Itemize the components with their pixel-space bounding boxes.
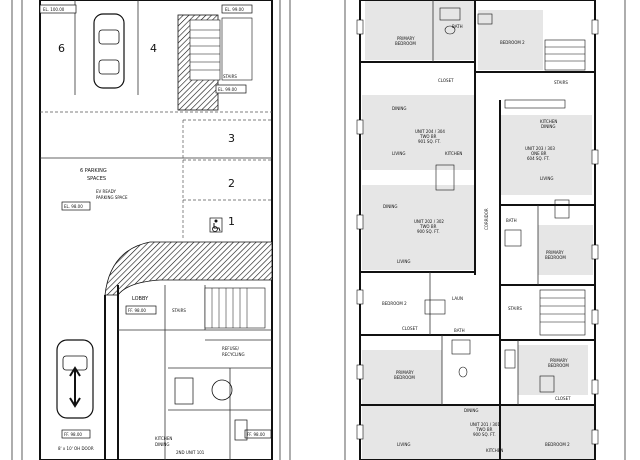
kitchen-label-1: KITCHEN	[445, 151, 462, 156]
unit-203-type: ONE BR	[531, 151, 547, 156]
parking-title-line1: 6 PARKING	[80, 168, 107, 174]
ff-label-left: FF. 98.00	[64, 432, 82, 437]
living-label-3: LIVING	[397, 442, 410, 447]
living-label-2: LIVING	[397, 259, 410, 264]
dining-label-1: DINING	[392, 106, 407, 111]
parking-space-3: 3	[228, 132, 235, 145]
refuse-label-line2: RECYCLING	[222, 352, 245, 357]
unit-201-area: 900 SQ. FT.	[473, 432, 496, 437]
unit-201-type: TWO BR	[475, 427, 493, 432]
bath-top-label: BATH	[452, 24, 463, 29]
stairs-label-lower: STAIRS	[172, 308, 186, 313]
closet-top-label: CLOSET	[438, 78, 454, 83]
closet-low-label: CLOSET	[555, 396, 571, 401]
unit-204-title: UNIT 204 / 304	[415, 129, 445, 134]
elevation-label-stair: EL. 99.00	[218, 87, 237, 92]
unit-204-type: TWO BR	[419, 134, 437, 139]
unit-203-title: UNIT 203 / 303	[525, 146, 555, 151]
ff-label-right: FF. 98.00	[247, 432, 265, 437]
primary-bedroom-low-2: BEDROOM	[394, 375, 415, 380]
stair-label-top: STAIRS	[223, 74, 237, 79]
car-icon-top	[93, 13, 125, 89]
bedroom2-low-label: BEDROOM 2	[545, 442, 570, 447]
lobby-label: LOBBY	[132, 296, 149, 302]
ev-line1: EV READY	[96, 189, 116, 194]
dining-label-3: DINING	[464, 408, 479, 413]
accessibility-icon	[209, 217, 223, 233]
unit-203-area: 604 SQ. FT.	[527, 156, 550, 161]
bath-low-label: BATH	[454, 328, 465, 333]
parking-title-line2: SPACES	[87, 176, 106, 182]
laundry-label: LAUN	[452, 296, 463, 301]
upper-floor-plan: PRIMARY BEDROOM BATH BEDROOM 2 CLOSET ST…	[344, 0, 626, 460]
dining-label-ground: DINING	[155, 442, 170, 447]
primary-bedroom-low-1: PRIMARY	[396, 370, 414, 375]
dining-right-label: DINING	[541, 124, 556, 129]
primary-bedroom-right-2: BEDROOM	[545, 255, 566, 260]
curved-hatched-wall	[104, 241, 273, 296]
elevation-label-top-left: EL. 100.00	[43, 7, 65, 12]
parking-space-4: 4	[150, 42, 157, 55]
living-label-1: LIVING	[392, 151, 405, 156]
kitchen-label-ground: KITCHEN	[155, 436, 172, 441]
ev-line2: PARKING SPACE	[96, 195, 128, 200]
stairs-mid-label: STAIRS	[508, 306, 522, 311]
primary-bedroom-top-label-1: PRIMARY	[397, 36, 415, 41]
primary-bedroom-lr-1: PRIMARY	[550, 358, 568, 363]
elevation-label-parking: EL. 98.00	[64, 204, 83, 209]
closet-mid-label: CLOSET	[402, 326, 418, 331]
garage-door-note: 8' x 10' OH DOOR	[58, 446, 94, 451]
refuse-label-line1: REFUSE/	[222, 346, 240, 351]
unit-202-type: TWO BR	[419, 224, 437, 229]
corridor-label: CORRIDOR	[484, 208, 489, 230]
lobby-elevation: FF. 98.00	[128, 308, 146, 313]
unit-label-ground: 2ND UNIT 101	[176, 450, 205, 455]
unit-204-area: 901 SQ. FT.	[418, 139, 441, 144]
stairs-top-label: STAIRS	[554, 80, 568, 85]
unit-201-title: UNIT 201 / 301	[470, 422, 500, 427]
elevation-tag-top-left	[39, 4, 77, 14]
kitchen-label-3: KITCHEN	[486, 448, 503, 453]
elevation-label-top-right: EL. 99.00	[225, 7, 244, 12]
unit-202-area: 900 SQ. FT.	[417, 229, 440, 234]
elevation-tag-top-right	[221, 4, 253, 14]
primary-bedroom-lr-2: BEDROOM	[548, 363, 569, 368]
bedroom2-left-label: BEDROOM 2	[382, 301, 407, 306]
bedroom2-top-label: BEDROOM 2	[500, 40, 525, 45]
parking-space-6: 6	[58, 42, 65, 55]
unit-202-title: UNIT 202 / 302	[414, 219, 444, 224]
dining-label-2: DINING	[383, 204, 398, 209]
bath-mid-label: BATH	[506, 218, 517, 223]
car-icon-bottom	[56, 339, 94, 419]
primary-bedroom-right-1: PRIMARY	[546, 250, 564, 255]
living-right-label: LIVING	[540, 176, 553, 181]
primary-bedroom-top-label-2: BEDROOM	[395, 41, 416, 46]
parking-space-1: 1	[228, 215, 235, 228]
kitchen-right-label: KITCHEN	[540, 119, 557, 124]
parking-space-2: 2	[228, 177, 235, 190]
ground-floor-plan: EL. 100.00 EL. 99.00 STAIRS EL. 99.00 6 …	[11, 0, 291, 460]
